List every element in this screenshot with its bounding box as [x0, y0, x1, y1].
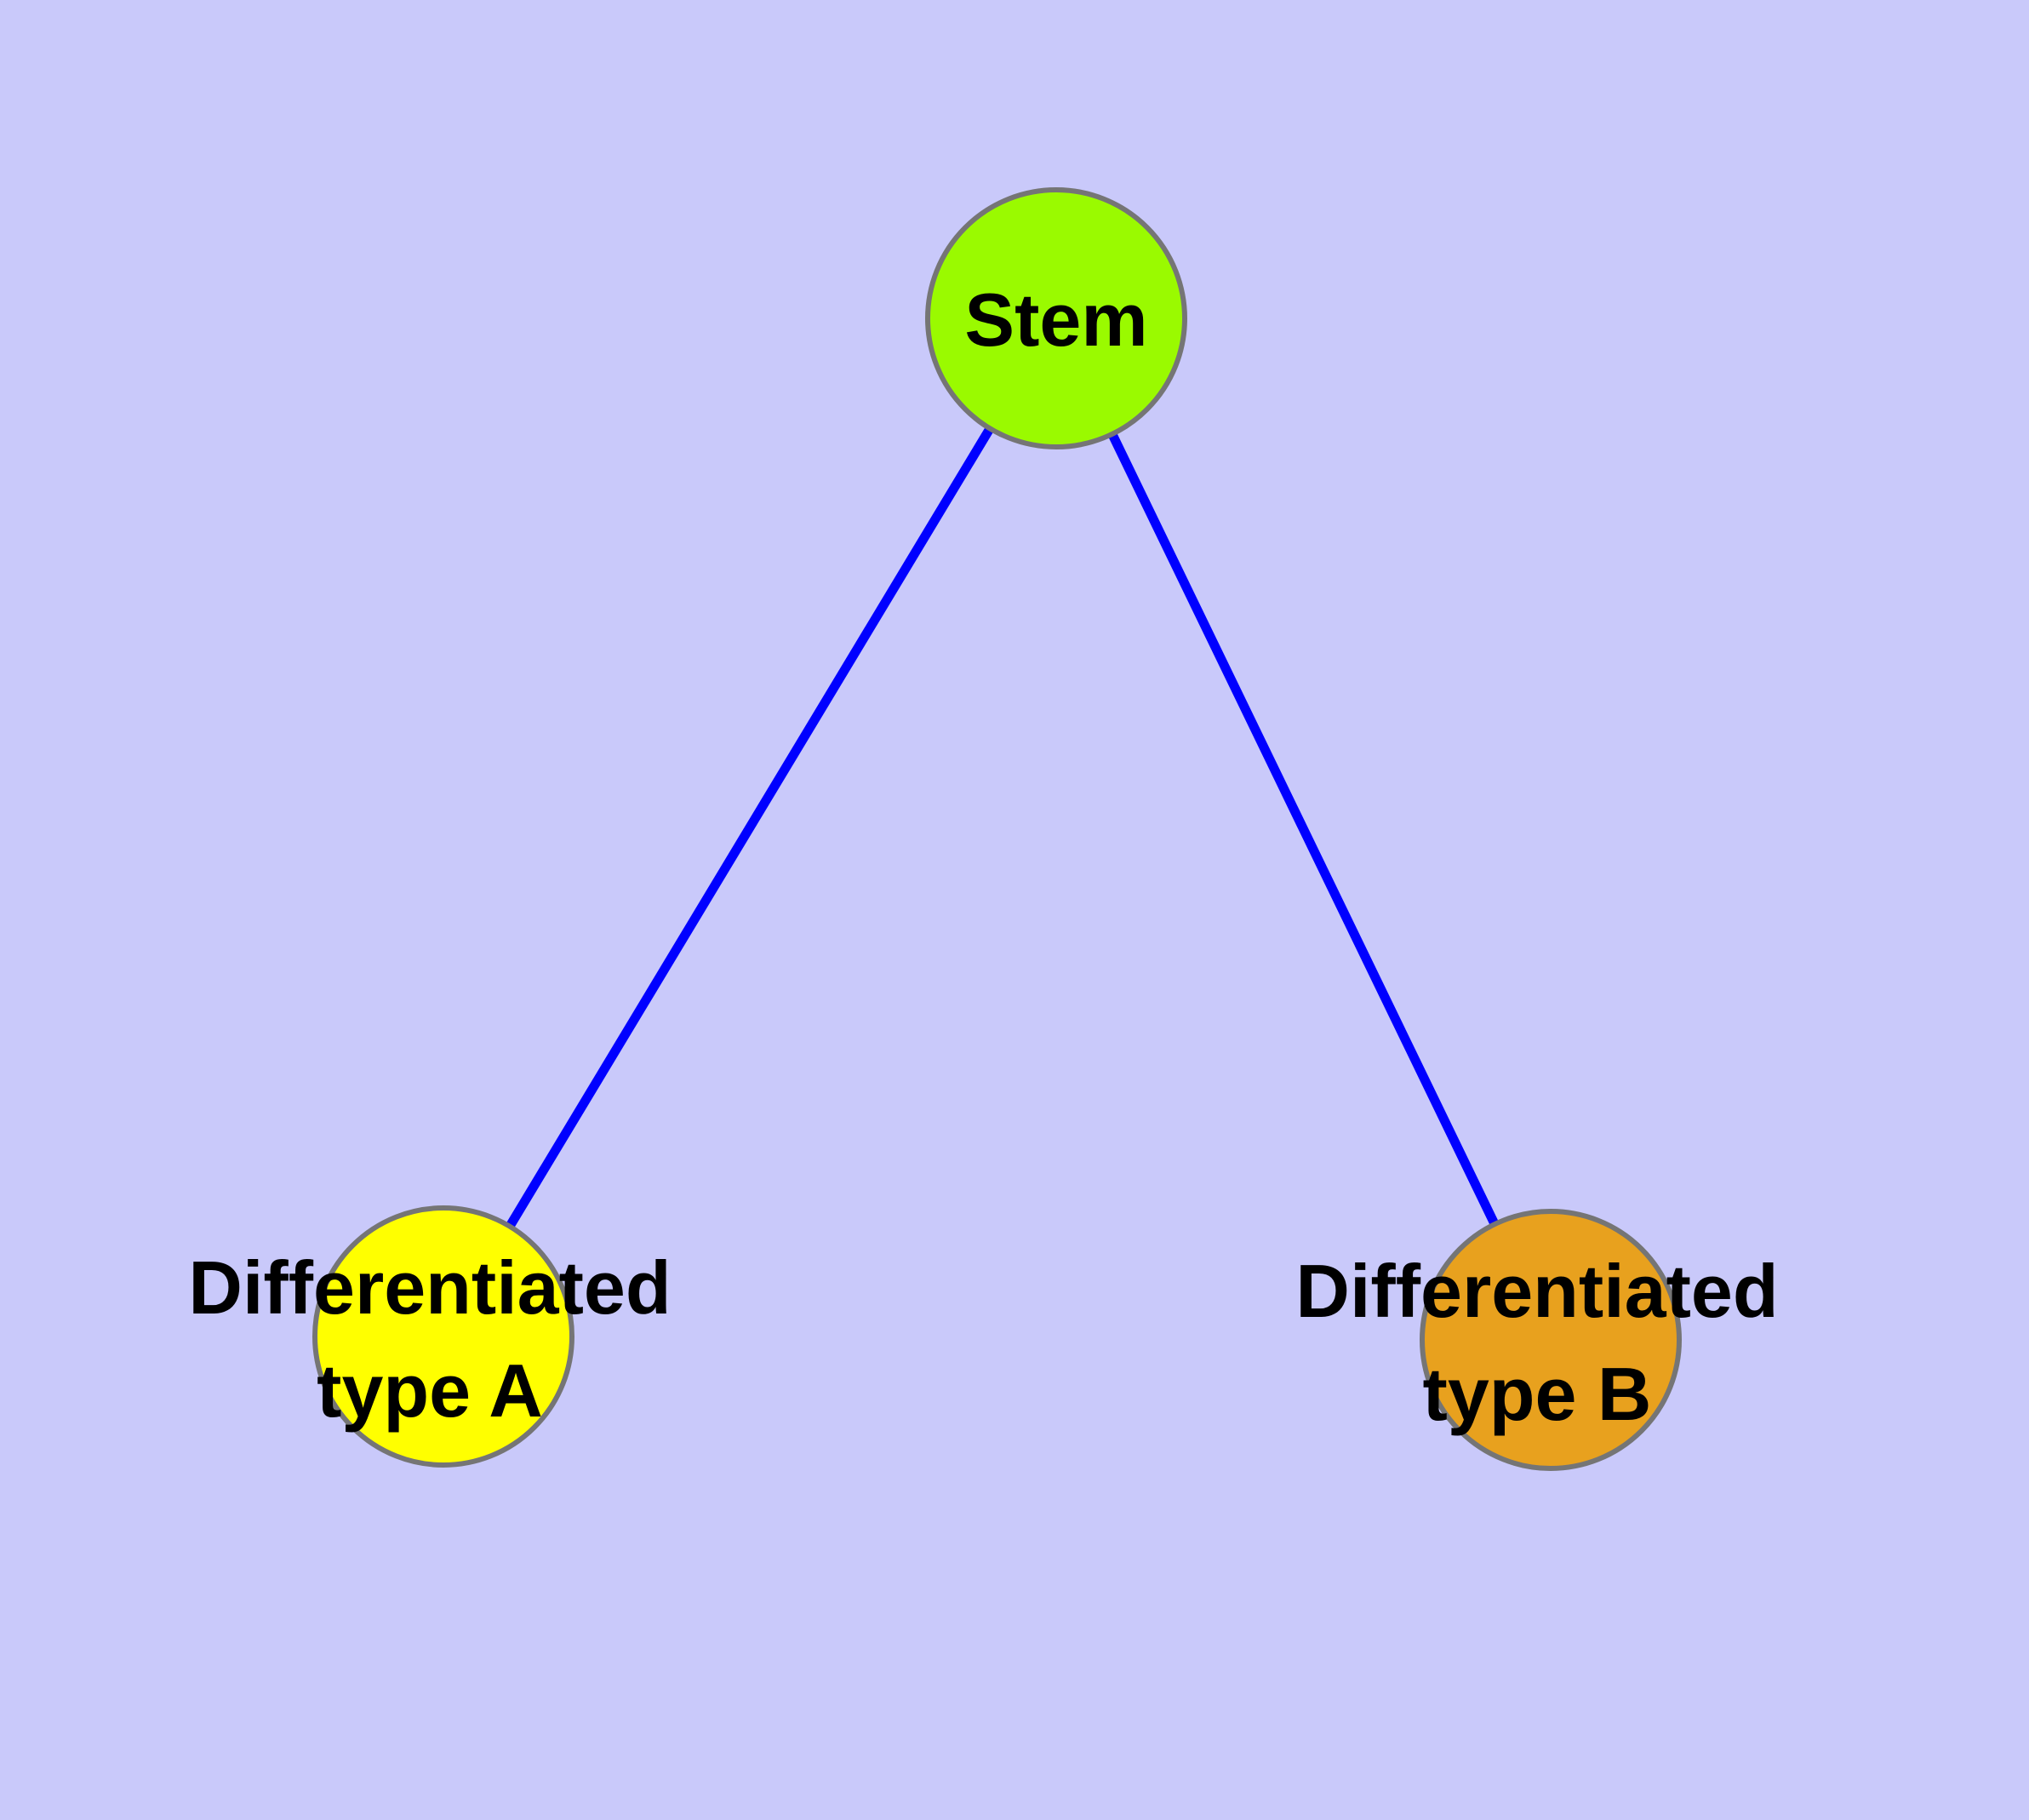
node-differentiated-type-b [1420, 1209, 1682, 1471]
node-label-type-a-line2: type A [317, 1348, 543, 1433]
edge-stem-to-type-b [1052, 316, 1555, 1342]
node-label-type-b-line1: Differentiated [1295, 1249, 1778, 1333]
node-stem [925, 187, 1187, 449]
node-label-stem: Stem [964, 278, 1147, 362]
edge-stem-to-type-a [439, 316, 1060, 1339]
node-label-type-b-line2: type B [1423, 1352, 1652, 1436]
node-differentiated-type-a [312, 1205, 574, 1468]
node-label-type-a-line1: Differentiated [188, 1245, 671, 1330]
